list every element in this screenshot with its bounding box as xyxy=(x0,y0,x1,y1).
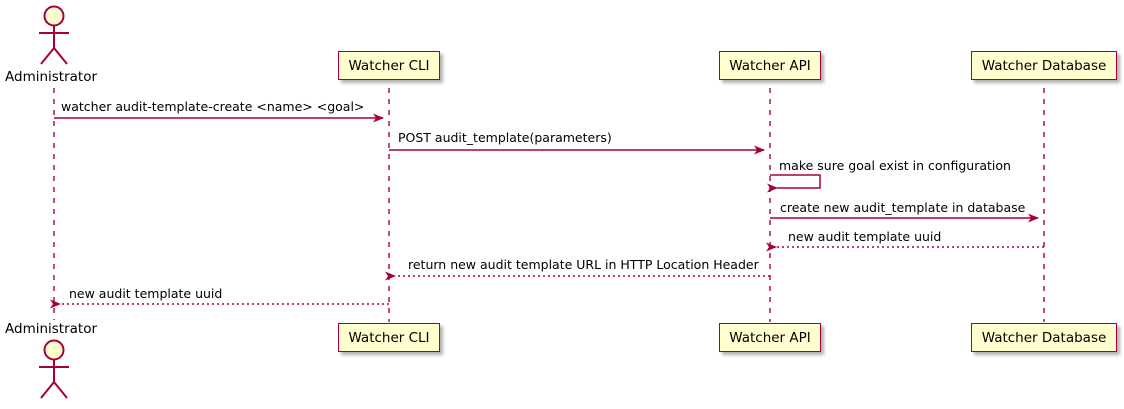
actor-label-administrator-top: Administrator xyxy=(5,69,98,85)
participant-label-watcher-cli-bottom: Watcher CLI xyxy=(348,329,430,346)
participant-label-watcher-database-bottom: Watcher Database xyxy=(981,329,1107,346)
actor-figure-administrator-bottom xyxy=(39,339,69,399)
participant-box-watcher-api-top[interactable]: Watcher API xyxy=(719,51,821,80)
message-label-2: POST audit_template(parameters) xyxy=(398,130,612,145)
participant-box-watcher-api-bottom[interactable]: Watcher API xyxy=(719,323,821,352)
participant-label-watcher-database-top: Watcher Database xyxy=(981,57,1107,74)
participant-label-watcher-api-bottom: Watcher API xyxy=(729,329,811,346)
participant-box-watcher-cli-top[interactable]: Watcher CLI xyxy=(338,51,440,80)
participant-label-watcher-api-top: Watcher API xyxy=(729,57,811,74)
message-label-4: create new audit_template in database xyxy=(780,200,1026,215)
message-label-7: new audit template uuid xyxy=(69,286,223,301)
actor-figure-administrator-top xyxy=(39,5,69,65)
message-arrows xyxy=(50,113,1044,309)
message-label-1: watcher audit-template-create <name> <go… xyxy=(61,99,365,114)
participant-box-watcher-database-bottom[interactable]: Watcher Database xyxy=(971,323,1117,352)
message-label-6: return new audit template URL in HTTP Lo… xyxy=(408,257,759,272)
participant-box-watcher-database-top[interactable]: Watcher Database xyxy=(971,51,1117,80)
message-label-5: new audit template uuid xyxy=(788,229,942,244)
message-arrow-3-self-loop xyxy=(767,174,821,193)
actor-label-administrator-bottom: Administrator xyxy=(5,321,98,337)
participant-label-watcher-cli-top: Watcher CLI xyxy=(348,57,430,74)
participant-box-watcher-cli-bottom[interactable]: Watcher CLI xyxy=(338,323,440,352)
message-label-3: make sure goal exist in configuration xyxy=(779,158,1011,173)
